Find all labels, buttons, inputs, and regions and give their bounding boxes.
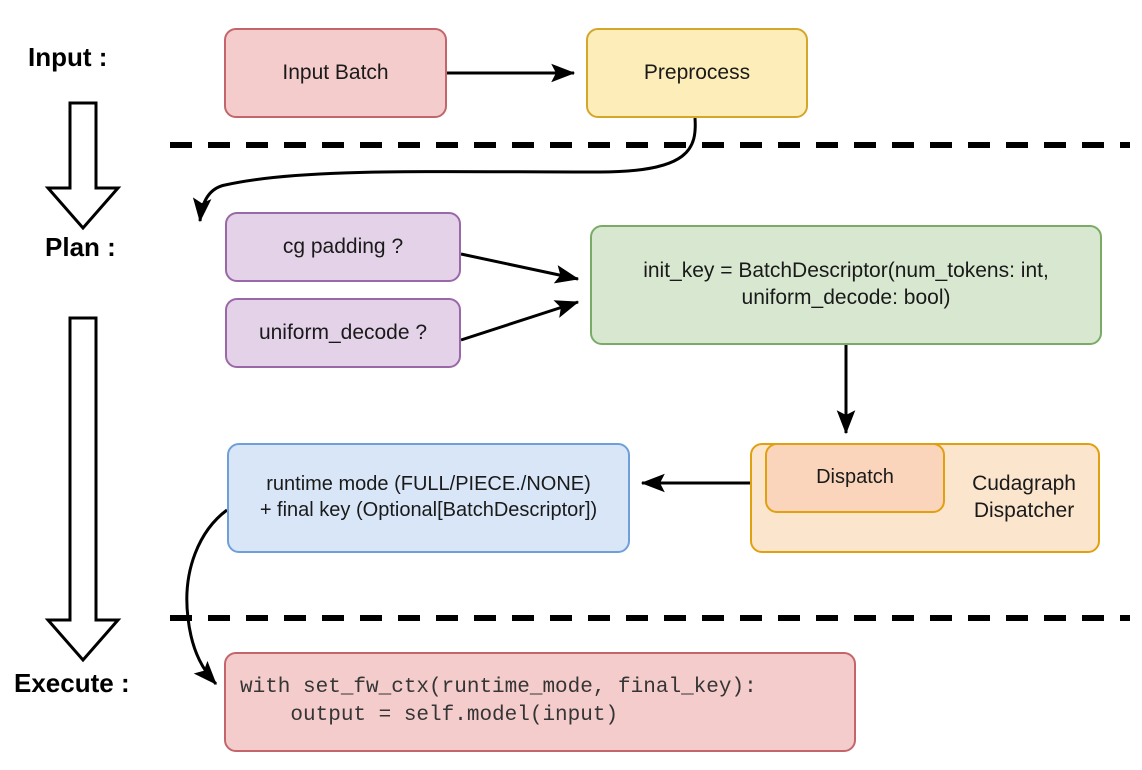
node-preprocess[interactable]: Preprocess [586, 28, 808, 118]
node-preprocess-label: Preprocess [643, 60, 751, 84]
node-cg-padding-label: cg padding ? [282, 234, 404, 258]
node-cg-padding[interactable]: cg padding ? [225, 212, 461, 282]
node-runtime-mode-label: runtime mode (FULL/PIECE./NONE) + final … [259, 473, 598, 521]
stage-label-plan: Plan : [45, 232, 116, 262]
node-execute-code-label: with set_fw_ctx(runtime_mode, final_key)… [240, 675, 757, 727]
stage-label-execute: Execute : [14, 668, 130, 698]
node-init-key-label: init_key = BatchDescriptor(num_tokens: i… [643, 259, 1049, 309]
node-cudagraph-dispatcher-label: Cudagraph Dispatcher [972, 472, 1076, 522]
node-input-batch[interactable]: Input Batch [224, 28, 447, 118]
connector-runtime-mode-to-execute-code [185, 508, 228, 686]
connector-preprocess-to-cg-padding [192, 117, 697, 223]
stage-arrow-input-to-plan [44, 101, 122, 231]
stage-arrow-plan-to-execute [44, 316, 122, 663]
node-execute-code[interactable]: with set_fw_ctx(runtime_mode, final_key)… [224, 652, 856, 752]
node-dispatch[interactable]: Dispatch [765, 443, 945, 513]
node-init-key[interactable]: init_key = BatchDescriptor(num_tokens: i… [590, 225, 1102, 345]
connector-cg-padding-to-init-key [460, 252, 580, 284]
node-uniform-decode[interactable]: uniform_decode ? [225, 298, 461, 368]
stage-label-input: Input : [28, 42, 108, 72]
node-input-batch-label: Input Batch [282, 60, 389, 84]
node-uniform-decode-label: uniform_decode ? [258, 320, 428, 344]
node-dispatch-label: Dispatch [816, 466, 894, 489]
node-runtime-mode[interactable]: runtime mode (FULL/PIECE./NONE) + final … [227, 443, 630, 553]
connector-uniform-decode-to-init-key [460, 300, 580, 342]
